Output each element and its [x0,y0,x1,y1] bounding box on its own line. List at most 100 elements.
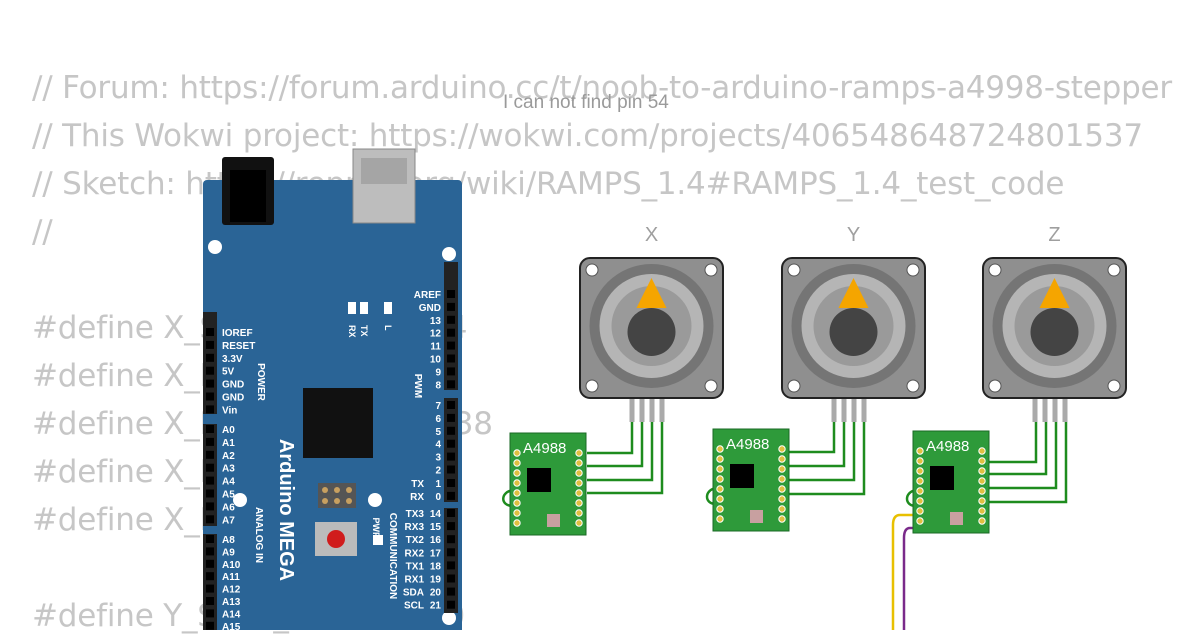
a4988-driver[interactable]: A4988 [912,430,990,534]
driver-pin[interactable] [716,455,724,463]
pin[interactable] [206,584,214,593]
driver-pin[interactable] [778,455,786,463]
pin[interactable] [206,502,214,511]
pin[interactable] [447,561,455,570]
driver-pin[interactable] [916,497,924,505]
driver-pin[interactable] [778,505,786,513]
pin[interactable] [447,367,455,376]
pin[interactable] [206,597,214,605]
wire[interactable] [987,398,1068,504]
analog-header-low[interactable] [203,424,217,526]
a4988-driver[interactable]: A4988 [712,428,790,532]
wire-step[interactable] [891,513,916,630]
driver-pin[interactable] [778,465,786,473]
driver-pin[interactable] [716,465,724,473]
pin[interactable] [206,353,214,362]
driver-pin[interactable] [575,519,583,527]
driver-pin[interactable] [778,475,786,483]
wire[interactable] [786,398,836,454]
pin[interactable] [206,379,214,388]
wire[interactable] [587,398,664,495]
driver-pin[interactable] [513,499,521,507]
driver-pin[interactable] [575,479,583,487]
pin[interactable] [447,341,455,350]
stepper-motor-z[interactable]: Z [982,224,1127,422]
pin[interactable] [206,609,214,618]
driver-pin[interactable] [716,485,724,493]
pin[interactable] [206,489,214,498]
stepper-motor-x[interactable]: X [579,224,724,422]
driver-pin[interactable] [916,467,924,475]
driver-pin[interactable] [978,477,986,485]
wire[interactable] [987,398,1048,476]
wire[interactable] [587,398,654,482]
wire[interactable] [587,398,634,455]
driver-pin[interactable] [513,449,521,457]
driver-pin[interactable] [916,477,924,485]
wire[interactable] [987,398,1038,464]
driver-pin[interactable] [575,449,583,457]
pin[interactable] [447,315,455,324]
pin[interactable] [447,522,455,531]
a4988-driver[interactable]: A4988 [509,432,587,536]
wire[interactable] [786,398,866,496]
pin[interactable] [447,413,455,422]
pin[interactable] [206,425,214,433]
digital-header-low[interactable] [444,398,458,502]
pin[interactable] [206,572,214,581]
pin[interactable] [447,587,455,596]
pin[interactable] [447,509,455,517]
pin[interactable] [447,290,455,298]
stepper-motor-y[interactable]: Y [781,224,926,422]
driver-pin[interactable] [716,475,724,483]
pin[interactable] [447,328,455,337]
driver-pin[interactable] [978,487,986,495]
driver-pin[interactable] [916,517,924,525]
pin[interactable] [447,479,455,487]
pin[interactable] [447,600,455,609]
driver-pin[interactable] [916,507,924,515]
pin[interactable] [447,380,455,389]
driver-pin[interactable] [575,499,583,507]
driver-pin[interactable] [978,447,986,455]
analog-header-high[interactable] [203,534,217,630]
driver-pin[interactable] [575,469,583,477]
pin[interactable] [447,426,455,435]
power-header[interactable] [203,312,217,414]
driver-pin[interactable] [916,487,924,495]
pin[interactable] [206,366,214,375]
pin[interactable] [447,548,455,557]
pin[interactable] [206,547,214,556]
pin[interactable] [206,450,214,459]
driver-pin[interactable] [513,469,521,477]
pin[interactable] [447,439,455,448]
pin[interactable] [206,559,214,568]
pin[interactable] [206,621,214,630]
driver-pin[interactable] [716,495,724,503]
pin[interactable] [206,535,214,543]
pin[interactable] [447,452,455,461]
pin[interactable] [206,476,214,485]
driver-pin[interactable] [575,459,583,467]
pin[interactable] [206,328,214,336]
pin[interactable] [447,465,455,474]
driver-pin[interactable] [978,467,986,475]
pin[interactable] [447,574,455,583]
driver-pin[interactable] [978,457,986,465]
pin[interactable] [206,515,214,524]
pin[interactable] [206,392,214,401]
pin[interactable] [447,354,455,363]
driver-pin[interactable] [978,517,986,525]
driver-pin[interactable] [916,447,924,455]
pin[interactable] [447,535,455,544]
wire-dir[interactable] [902,526,916,630]
driver-pin[interactable] [716,445,724,453]
driver-pin[interactable] [778,495,786,503]
wire[interactable] [786,398,856,482]
pin[interactable] [447,401,455,409]
wire[interactable] [987,398,1058,490]
driver-pin[interactable] [513,459,521,467]
driver-pin[interactable] [513,519,521,527]
driver-pin[interactable] [978,497,986,505]
driver-pin[interactable] [778,485,786,493]
